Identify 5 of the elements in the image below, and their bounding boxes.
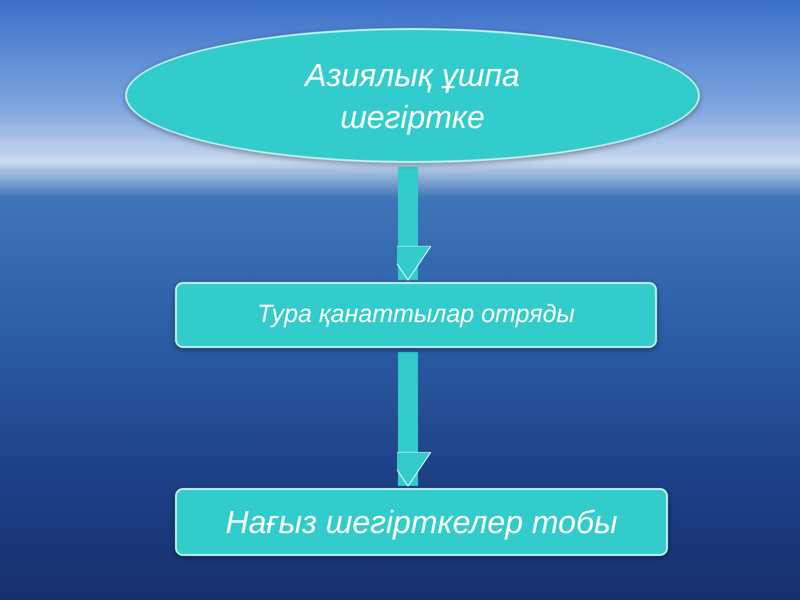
node-text: Азиялық ұшпа шегіртке bbox=[302, 56, 521, 137]
rounded-box bbox=[175, 282, 657, 348]
node-text: Тура қанаттылар отряды bbox=[257, 299, 575, 330]
rounded-box bbox=[175, 488, 668, 556]
node-text: Нағыз шегірткелер тобы bbox=[225, 503, 618, 542]
